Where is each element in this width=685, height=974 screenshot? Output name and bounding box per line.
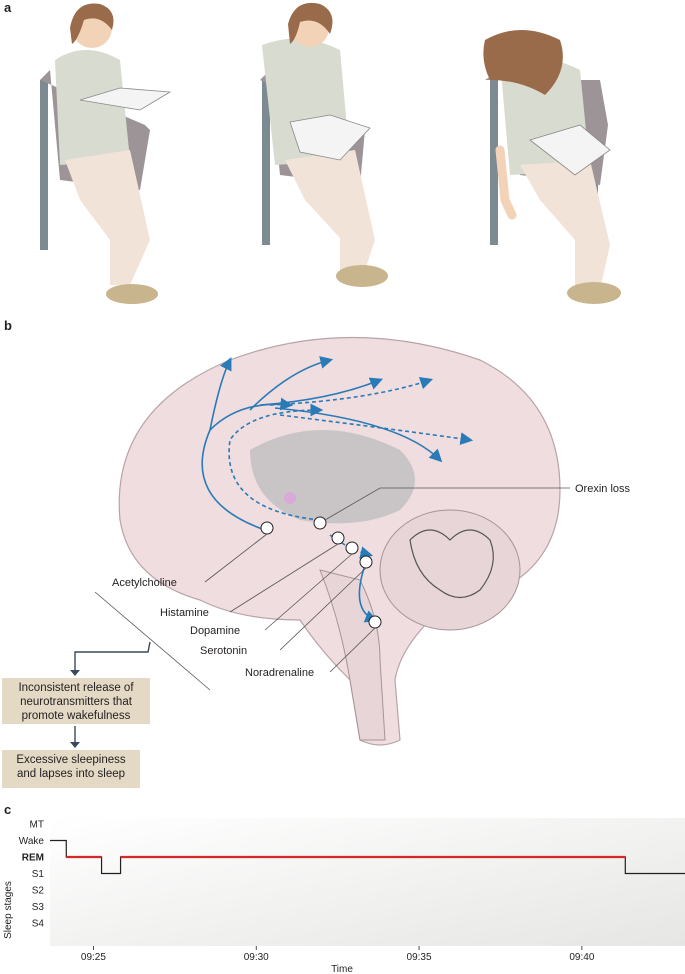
acetylcholine-nucleus bbox=[260, 521, 274, 535]
x-axis-label: Time bbox=[331, 964, 353, 974]
noradrenaline-nucleus bbox=[368, 615, 382, 629]
y-tick-label: S4 bbox=[32, 919, 45, 930]
pathways bbox=[201, 356, 474, 623]
label-noradrenaline: Noradrenaline bbox=[245, 667, 314, 679]
x-tick-label: 09:35 bbox=[407, 952, 432, 963]
panel-a-letter: a bbox=[4, 0, 12, 15]
panel-a-illustration bbox=[40, 2, 621, 304]
histamine-nucleus bbox=[331, 531, 345, 545]
x-tick-label: 09:30 bbox=[244, 952, 269, 963]
panel-c-letter: c bbox=[4, 802, 12, 817]
neurotransmitter-box: Inconsistent release of neurotransmitter… bbox=[2, 678, 150, 724]
label-acetylcholine: Acetylcholine bbox=[112, 577, 177, 589]
y-axis-label: Sleep stages bbox=[3, 881, 14, 939]
label-histamine: Histamine bbox=[160, 607, 209, 619]
plot-area bbox=[50, 818, 685, 946]
y-tick-label: REM bbox=[22, 853, 44, 864]
brain-diagram: Orexin loss Acetylcholine Histamine Dopa… bbox=[70, 336, 631, 748]
figure-drowsy bbox=[260, 2, 388, 287]
cerebellum bbox=[379, 509, 521, 631]
hypnogram-trace bbox=[50, 839, 685, 875]
dopamine-nucleus bbox=[345, 541, 359, 555]
y-tick-label: S1 bbox=[32, 869, 45, 880]
label-orexin-loss: Orexin loss bbox=[575, 483, 631, 495]
x-tick-label: 09:25 bbox=[81, 952, 106, 963]
x-tick-label: 09:40 bbox=[569, 952, 594, 963]
figure-reading bbox=[40, 3, 172, 304]
sleepiness-box: Excessive sleepiness and lapses into sle… bbox=[2, 750, 140, 788]
y-tick-label: S2 bbox=[32, 886, 45, 897]
y-tick-label: Wake bbox=[19, 836, 45, 847]
panel-b-letter: b bbox=[4, 318, 12, 333]
figure-asleep bbox=[483, 30, 621, 304]
label-serotonin: Serotonin bbox=[200, 645, 247, 657]
serotonin-nucleus bbox=[359, 555, 373, 569]
y-tick-label: S3 bbox=[32, 902, 45, 913]
orexin-nucleus bbox=[313, 516, 327, 530]
y-tick-label: MT bbox=[30, 820, 44, 831]
label-dopamine: Dopamine bbox=[190, 625, 240, 637]
